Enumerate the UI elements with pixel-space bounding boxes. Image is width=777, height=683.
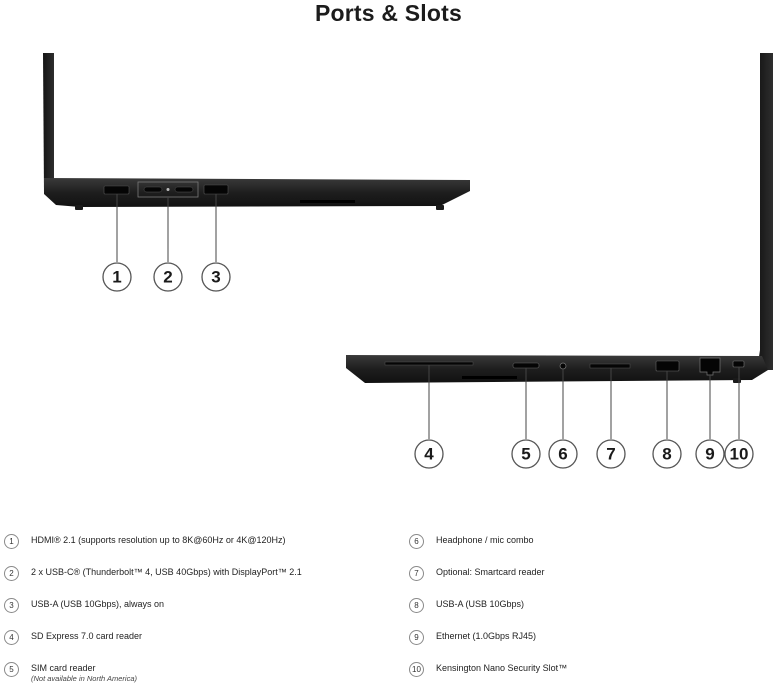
- legend-number: 1: [4, 534, 19, 549]
- legend-number: 9: [409, 630, 424, 645]
- legend-item: 9 Ethernet (1.0Gbps RJ45): [409, 630, 537, 645]
- callout-2: 2: [163, 268, 172, 287]
- legend-text: 2 x USB-C® (Thunderbolt™ 4, USB 40Gbps) …: [31, 567, 302, 577]
- callout-7: 7: [606, 445, 615, 464]
- ethernet-port: [699, 357, 721, 376]
- legend-text: SIM card reader (Not available in North …: [31, 663, 137, 683]
- callout-circle-1: [102, 262, 132, 292]
- left-foot-rear: [75, 205, 83, 210]
- callout-circle-5: [511, 439, 541, 469]
- callout-10: 10: [730, 445, 749, 464]
- callout-circle-4: [414, 439, 444, 469]
- left-vent: [300, 200, 355, 203]
- usb-c-indicator: [166, 188, 170, 191]
- callout-circle-7: [596, 439, 626, 469]
- legend-item: 6 Headphone / mic combo: [409, 534, 534, 549]
- legend-note: (Not available in North America): [31, 674, 138, 683]
- hdmi-port: [103, 185, 130, 195]
- right-foot: [733, 378, 741, 383]
- left-base: [44, 178, 470, 207]
- legend-item: 2 2 x USB-C® (Thunderbolt™ 4, USB 40Gbps…: [4, 566, 302, 581]
- callout-circle-9: [695, 439, 725, 469]
- callout-circle-6: [548, 439, 578, 469]
- legend-text: Headphone / mic combo: [436, 535, 534, 545]
- legend-text: HDMI® 2.1 (supports resolution up to 8K@…: [31, 535, 286, 545]
- legend-text: USB-A (USB 10Gbps): [436, 599, 525, 609]
- legend-main-text: SIM card reader: [31, 663, 96, 673]
- callout-1: 1: [112, 268, 121, 287]
- right-side-view: 4 5 6 7 8 9 10: [346, 53, 773, 469]
- legend-number: 2: [4, 566, 19, 581]
- legend-number: 4: [4, 630, 19, 645]
- legend-item: 7 Optional: Smartcard reader: [409, 566, 545, 581]
- callout-5: 5: [521, 445, 530, 464]
- callout-9: 9: [705, 445, 714, 464]
- legend-number: 10: [409, 662, 424, 677]
- callout-8: 8: [662, 445, 671, 464]
- legend-text: Kensington Nano Security Slot™: [436, 663, 568, 673]
- legend-number: 5: [4, 662, 19, 677]
- usb-c-port-2: [174, 186, 194, 193]
- right-lid: [757, 53, 773, 370]
- legend-text: Optional: Smartcard reader: [436, 567, 545, 577]
- left-foot-front: [436, 205, 444, 210]
- legend-number: 6: [409, 534, 424, 549]
- left-side-view: 1 2 3: [43, 53, 470, 292]
- legend-number: 3: [4, 598, 19, 613]
- legend-text: SD Express 7.0 card reader: [31, 631, 143, 641]
- security-slot: [732, 360, 745, 368]
- callout-3: 3: [211, 268, 220, 287]
- usb-a-port-left: [203, 184, 229, 195]
- smartcard-slot: [589, 363, 631, 369]
- callout-circle-10: [724, 439, 754, 469]
- legend-number: 8: [409, 598, 424, 613]
- legend-item: 3 USB-A (USB 10Gbps), always on: [4, 598, 165, 613]
- callout-circle-2: [153, 262, 183, 292]
- callout-circle-8: [652, 439, 682, 469]
- legend-item: 1 HDMI® 2.1 (supports resolution up to 8…: [4, 534, 286, 549]
- legend-text: USB-A (USB 10Gbps), always on: [31, 599, 165, 609]
- page-title: Ports & Slots: [314, 0, 462, 26]
- legend-item: 5 SIM card reader (Not available in Nort…: [4, 662, 137, 683]
- right-vent: [462, 376, 517, 379]
- left-lid: [43, 53, 54, 193]
- legend-item: 4 SD Express 7.0 card reader: [4, 630, 143, 645]
- callout-6: 6: [558, 445, 567, 464]
- sd-slot: [384, 361, 474, 366]
- legend-number: 7: [409, 566, 424, 581]
- sim-slot: [512, 362, 540, 369]
- usb-c-port-1: [143, 186, 163, 193]
- legend-text: Ethernet (1.0Gbps RJ45): [436, 631, 537, 641]
- callout-4: 4: [424, 445, 434, 464]
- legend-item: 10 Kensington Nano Security Slot™: [409, 662, 568, 677]
- legend-item: 8 USB-A (USB 10Gbps): [409, 598, 525, 613]
- headphone-jack: [559, 362, 567, 370]
- callout-circle-3: [201, 262, 231, 292]
- usb-a-port-right: [655, 360, 680, 372]
